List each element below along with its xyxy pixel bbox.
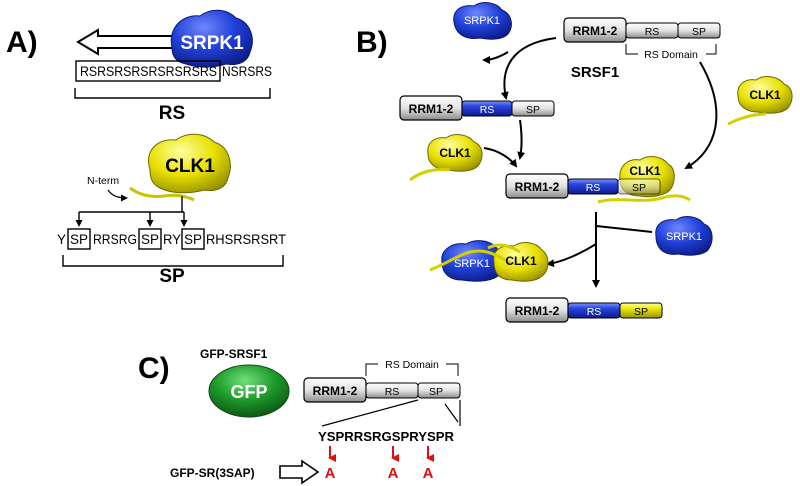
srpk1-blob-b-right: SRPK1 bbox=[655, 216, 713, 256]
rs-label-step1: RS bbox=[480, 104, 495, 116]
rs-domain-label-c: RS Domain bbox=[385, 359, 439, 371]
sp-box-2: SP bbox=[141, 232, 159, 247]
gfp-barrel bbox=[208, 364, 290, 418]
mutation-a-2: A bbox=[388, 465, 399, 482]
rs-label-b-top: RS bbox=[645, 26, 660, 38]
rs-box bbox=[75, 60, 221, 82]
srpk1-blob-b-top: SRPK1 bbox=[453, 2, 512, 40]
clk1-label: CLK1 bbox=[165, 156, 215, 177]
rs-label-final: RS bbox=[587, 306, 602, 318]
rrm-label-step1: RRM1-2 bbox=[409, 102, 454, 116]
rrm-label-c: RRM1-2 bbox=[313, 384, 358, 398]
srpk1-label-complex: SRPK1 bbox=[454, 258, 490, 270]
clk1-blob-b-right: CLK1 bbox=[727, 76, 793, 126]
gfp-srsf1-construct: RRM1-2 RS SP RS Domain bbox=[303, 357, 461, 427]
sp-label-step2: SP bbox=[632, 182, 646, 194]
panel-a-label: A) bbox=[6, 26, 38, 59]
clk1-label-b-left: CLK1 bbox=[439, 146, 471, 160]
gfp-label: GFP bbox=[230, 382, 267, 402]
sp-seq-3: RHSRSRSRT bbox=[206, 232, 286, 247]
sp-seq-1: RRSRG bbox=[93, 232, 137, 247]
arrow-step1-down-icon bbox=[517, 119, 526, 160]
sp-mutation-seq: YSPRRSRGSPRYSPR bbox=[318, 429, 455, 444]
sp-sequence: Y SP RRSRG SP RY SP RHSRSRSRT bbox=[57, 228, 286, 250]
arrow-to-step1-icon bbox=[500, 37, 557, 100]
srsf1-construct-final: RRM1-2 RS SP bbox=[505, 297, 663, 323]
mutation-a-3: A bbox=[423, 465, 434, 482]
arrow-clk1-join-icon bbox=[483, 147, 518, 168]
clk1-blob-b-left: CLK1 bbox=[409, 134, 483, 182]
sp-label-b-top: SP bbox=[692, 26, 706, 38]
sp-seq-2: RY bbox=[163, 232, 181, 247]
rs-label: RS bbox=[159, 103, 185, 124]
rs-boxed-seq: RSRSRSRSRSRSRSRS bbox=[80, 64, 217, 79]
panel-b-label: B) bbox=[356, 26, 388, 59]
sp-bracket bbox=[62, 255, 284, 267]
clk1-label-b-right: CLK1 bbox=[749, 88, 781, 102]
sp-box-1: SP bbox=[70, 232, 88, 247]
rs-bracket bbox=[74, 88, 271, 99]
junction-line bbox=[595, 212, 653, 233]
panel-c-label: C) bbox=[138, 352, 170, 385]
srsf1-construct-step1: RRM1-2 RS SP bbox=[399, 95, 555, 121]
arrow-to-kinase-complex-icon bbox=[546, 243, 597, 268]
srpk1-release-arrow-icon bbox=[482, 51, 509, 64]
srpk1-label-b-top: SRPK1 bbox=[464, 15, 500, 27]
sp-label-c: SP bbox=[429, 386, 443, 398]
clk1-label-step2: CLK1 bbox=[629, 164, 661, 178]
rs-label-step2: RS bbox=[586, 182, 601, 194]
gfp-srsf1-label: GFP-SRSF1 bbox=[200, 347, 268, 361]
rs-domain-label-b: RS Domain bbox=[644, 49, 698, 61]
gfp-sr-3sap-label: GFP-SR(3SAP) bbox=[170, 466, 255, 480]
clk1-blob: CLK1 bbox=[129, 133, 231, 202]
srpk1-blob: SRPK1 bbox=[170, 9, 253, 68]
clk1-label-complex: CLK1 bbox=[505, 254, 537, 268]
clk1-target-arrows bbox=[75, 196, 188, 227]
hollow-arrow-left-icon bbox=[76, 28, 177, 56]
srsf1-label: SRSF1 bbox=[571, 64, 619, 81]
srsf1-clk1-complex: RRM1-2 RS CLK1 SP bbox=[505, 156, 691, 204]
sp-seq-y: Y bbox=[57, 232, 66, 247]
srpk1-label-b-right: SRPK1 bbox=[666, 231, 702, 243]
rs-tail-seq: NSRSRS bbox=[222, 64, 272, 79]
sp-label-step1: SP bbox=[526, 104, 540, 116]
srsf1-construct-top: RRM1-2 RS SP RS Domain bbox=[563, 17, 721, 61]
nterm-label: N-term bbox=[87, 175, 119, 187]
srpk1-label: SRPK1 bbox=[180, 33, 244, 54]
rs-label-c: RS bbox=[385, 386, 400, 398]
rrm-label-final: RRM1-2 bbox=[515, 304, 560, 318]
sp-box-3: SP bbox=[184, 232, 202, 247]
nterm-arrow-icon bbox=[107, 189, 128, 202]
hollow-arrow-right-icon bbox=[279, 459, 320, 485]
rrm-label-step2: RRM1-2 bbox=[515, 180, 560, 194]
sp-label: SP bbox=[159, 266, 185, 287]
srpk1-clk1-complex: SRPK1 CLK1 bbox=[429, 240, 549, 282]
rrm-label-b-top: RRM1-2 bbox=[573, 24, 618, 38]
mutation-a-1: A bbox=[325, 465, 336, 482]
sp-label-final: SP bbox=[634, 306, 648, 318]
arrow-clk1-direct-icon bbox=[684, 61, 718, 169]
